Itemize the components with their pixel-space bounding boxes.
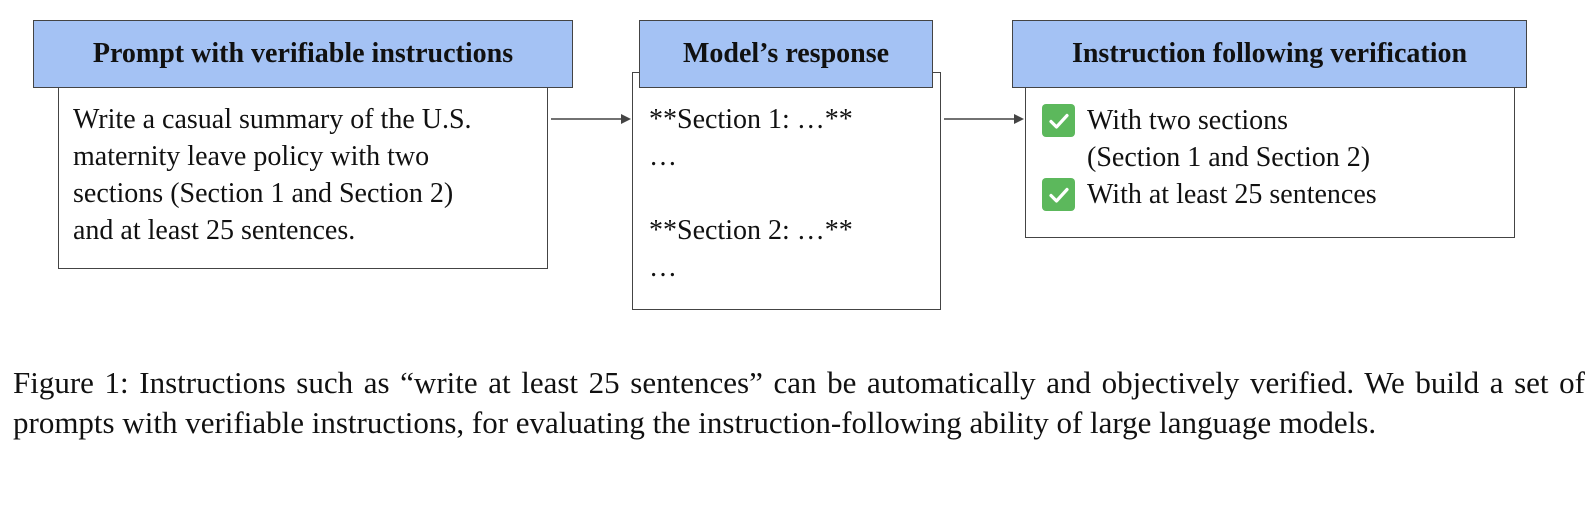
check-item-text: With at least 25 sentences xyxy=(1087,176,1377,213)
prompt-text: Write a casual summary of the U.S. mater… xyxy=(73,101,472,249)
response-to-verification-arrow xyxy=(944,114,1024,124)
response-box xyxy=(632,72,941,310)
response-line: … xyxy=(649,252,677,283)
response-line: **Section 1: …** xyxy=(649,104,853,135)
prompt-box xyxy=(58,86,548,269)
prompt-line: maternity leave policy with two xyxy=(73,141,430,172)
figure-caption: Figure 1: Instructions such as “write at… xyxy=(13,365,1585,440)
check-item-line: (Section 1 and Section 2) xyxy=(1087,142,1371,173)
prompt-line: and at least 25 sentences. xyxy=(73,215,356,246)
check-mark-icon xyxy=(1042,104,1075,137)
verification-check-item: With at least 25 sentences xyxy=(1042,176,1377,213)
check-item-line: With two sections xyxy=(1087,105,1289,136)
prompt-line: sections (Section 1 and Section 2) xyxy=(73,178,454,209)
check-item-line: With at least 25 sentences xyxy=(1087,179,1377,210)
prompt-line: Write a casual summary of the U.S. xyxy=(73,104,472,135)
check-item-text: With two sections (Section 1 and Section… xyxy=(1087,102,1370,176)
prompt-to-response-arrow xyxy=(551,114,631,124)
response-box-header: Model’s response xyxy=(639,20,933,88)
response-text: **Section 1: …** … **Section 2: …** … xyxy=(649,101,853,286)
check-mark-icon xyxy=(1042,178,1075,211)
response-line: **Section 2: …** xyxy=(649,215,853,246)
verification-check-item: With two sections (Section 1 and Section… xyxy=(1042,102,1370,176)
response-line xyxy=(649,175,853,212)
response-line: … xyxy=(649,141,677,172)
prompt-box-header: Prompt with verifiable instructions xyxy=(33,20,573,88)
verification-box-header: Instruction following verification xyxy=(1012,20,1527,88)
